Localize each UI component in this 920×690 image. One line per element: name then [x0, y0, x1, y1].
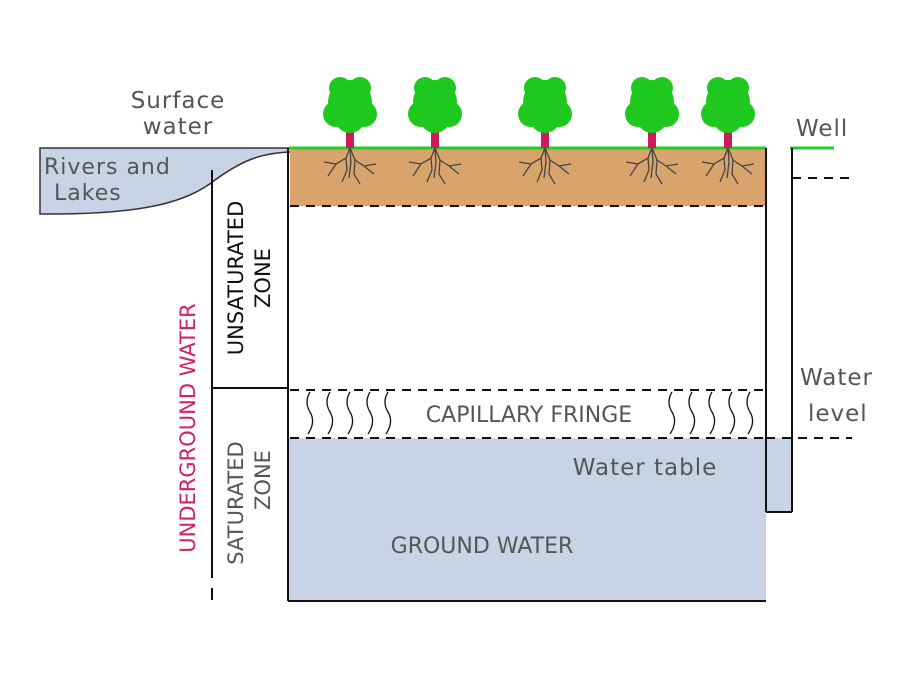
capillary-squiggles-right [668, 391, 754, 435]
well-water-column [766, 438, 792, 512]
tree-3 [518, 77, 572, 185]
tree-1 [323, 77, 377, 185]
water-level-label-1: Water [800, 365, 873, 391]
tree-2 [408, 77, 462, 185]
rivers-lakes-label-1: Rivers and [44, 155, 171, 180]
tree-5 [701, 77, 755, 185]
well-label: Well [796, 116, 848, 142]
unsaturated-zone-label-1: UNSATURATED [224, 201, 248, 355]
tree-4 [625, 77, 679, 185]
saturated-zone-label-2: ZONE [251, 450, 275, 510]
water-table-label: Water table [573, 455, 718, 481]
capillary-fringe-label: CAPILLARY FRINGE [426, 403, 632, 428]
capillary-squiggles-left [306, 391, 392, 435]
underground-water-label: UNDERGROUND WATER [176, 303, 200, 552]
water-level-label-2: level [808, 401, 868, 427]
unsaturated-zone-label-2: ZONE [251, 248, 275, 308]
ground-water-body [288, 438, 766, 601]
ground-water-label: GROUND WATER [391, 534, 574, 559]
surface-water-label-2: water [143, 114, 214, 140]
surface-water-label-1: Surface [131, 88, 226, 114]
soil-layer [290, 148, 766, 206]
saturated-zone-label-1: SATURATED [224, 441, 248, 564]
rivers-lakes-label-2: Lakes [54, 181, 122, 206]
